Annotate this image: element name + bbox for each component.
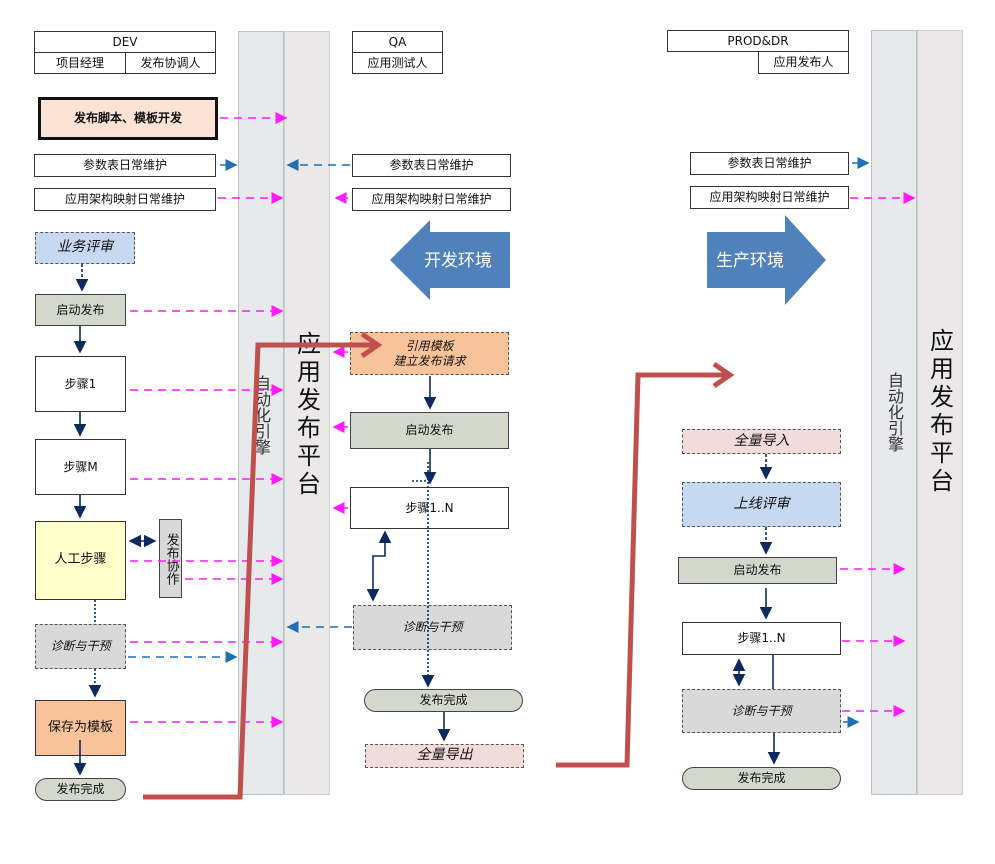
red-migration-path-dev-qa[interactable] <box>143 331 383 800</box>
dev-env-arrow <box>390 220 510 300</box>
magenta-arrows-dev <box>130 112 348 728</box>
flow-arrows-qa <box>366 376 451 742</box>
dev-role-coordinator: 发布协调人 <box>125 52 216 74</box>
prod-start-release-box[interactable]: 启动发布 <box>678 557 837 584</box>
online-review-box[interactable]: 上线评审 <box>682 482 841 527</box>
prod-arch-maint-box[interactable]: 应用架构映射日常维护 <box>690 186 849 209</box>
biz-review-box[interactable]: 业务评审 <box>35 232 135 264</box>
magenta-arrows-qa <box>332 346 348 514</box>
qa-arch-maint-box[interactable]: 应用架构映射日常维护 <box>352 188 511 211</box>
ref-template-line2: 建立发布请求 <box>393 353 466 368</box>
automation-engine-label-right: 自动化引擎 <box>885 372 904 452</box>
prod-header: PROD&DR <box>667 30 849 52</box>
ref-template-request-box[interactable]: 引用模板 建立发布请求 <box>350 332 509 375</box>
ref-template-line1: 引用模板 <box>405 338 454 353</box>
qa-done-pill[interactable]: 发布完成 <box>364 689 523 712</box>
red-migration-path-qa-prod[interactable] <box>556 361 735 768</box>
dev-diagnose-box[interactable]: 诊断与干预 <box>35 624 126 669</box>
flow-arrows-dev <box>73 264 157 776</box>
dev-param-maint-box[interactable]: 参数表日常维护 <box>34 154 216 177</box>
manual-step-box[interactable]: 人工步骤 <box>35 521 126 600</box>
automation-engine-lane-right <box>871 30 917 795</box>
release-platform-lane-left <box>284 31 330 795</box>
full-import-box[interactable]: 全量导入 <box>682 429 841 454</box>
qa-role-tester: 应用测试人 <box>352 52 443 74</box>
dev-done-pill[interactable]: 发布完成 <box>35 778 126 801</box>
magenta-arrows-prod <box>840 192 916 717</box>
script-template-dev-box[interactable]: 发布脚本、模板开发 <box>38 97 218 140</box>
dev-env-label: 开发环境 <box>424 251 492 271</box>
flow-arrows-prod <box>732 454 781 765</box>
qa-start-release-box[interactable]: 启动发布 <box>350 412 509 449</box>
release-platform-label-left: 应用发布平台 <box>292 331 321 499</box>
release-platform-lane-right <box>917 30 963 795</box>
dev-step1-box[interactable]: 步骤1 <box>35 356 126 412</box>
prod-diagnose-box[interactable]: 诊断与干预 <box>682 689 841 733</box>
dev-start-release-box[interactable]: 启动发布 <box>35 294 126 326</box>
dev-arch-maint-box[interactable]: 应用架构映射日常维护 <box>34 188 216 211</box>
prod-done-pill[interactable]: 发布完成 <box>682 767 841 790</box>
release-platform-label-right: 应用发布平台 <box>925 328 954 496</box>
blue-arrows <box>128 159 352 663</box>
dev-stepM-box[interactable]: 步骤M <box>35 439 126 495</box>
full-export-box[interactable]: 全量导出 <box>365 744 524 768</box>
qa-steps-box[interactable]: 步骤1..N <box>350 487 509 529</box>
prod-param-maint-box[interactable]: 参数表日常维护 <box>690 152 849 175</box>
dev-header: DEV <box>34 31 216 53</box>
prod-env-label: 生产环境 <box>716 251 784 271</box>
blue-arrows-solid <box>843 157 870 728</box>
qa-diagnose-box[interactable]: 诊断与干预 <box>353 605 512 650</box>
qa-param-maint-box[interactable]: 参数表日常维护 <box>352 154 511 177</box>
qa-header: QA <box>352 31 443 53</box>
prod-env-arrow <box>707 215 826 305</box>
prod-role-releaser: 应用发布人 <box>758 51 849 74</box>
prod-steps-box[interactable]: 步骤1..N <box>682 622 841 655</box>
release-collab-box[interactable]: 发布协作 <box>159 519 182 598</box>
